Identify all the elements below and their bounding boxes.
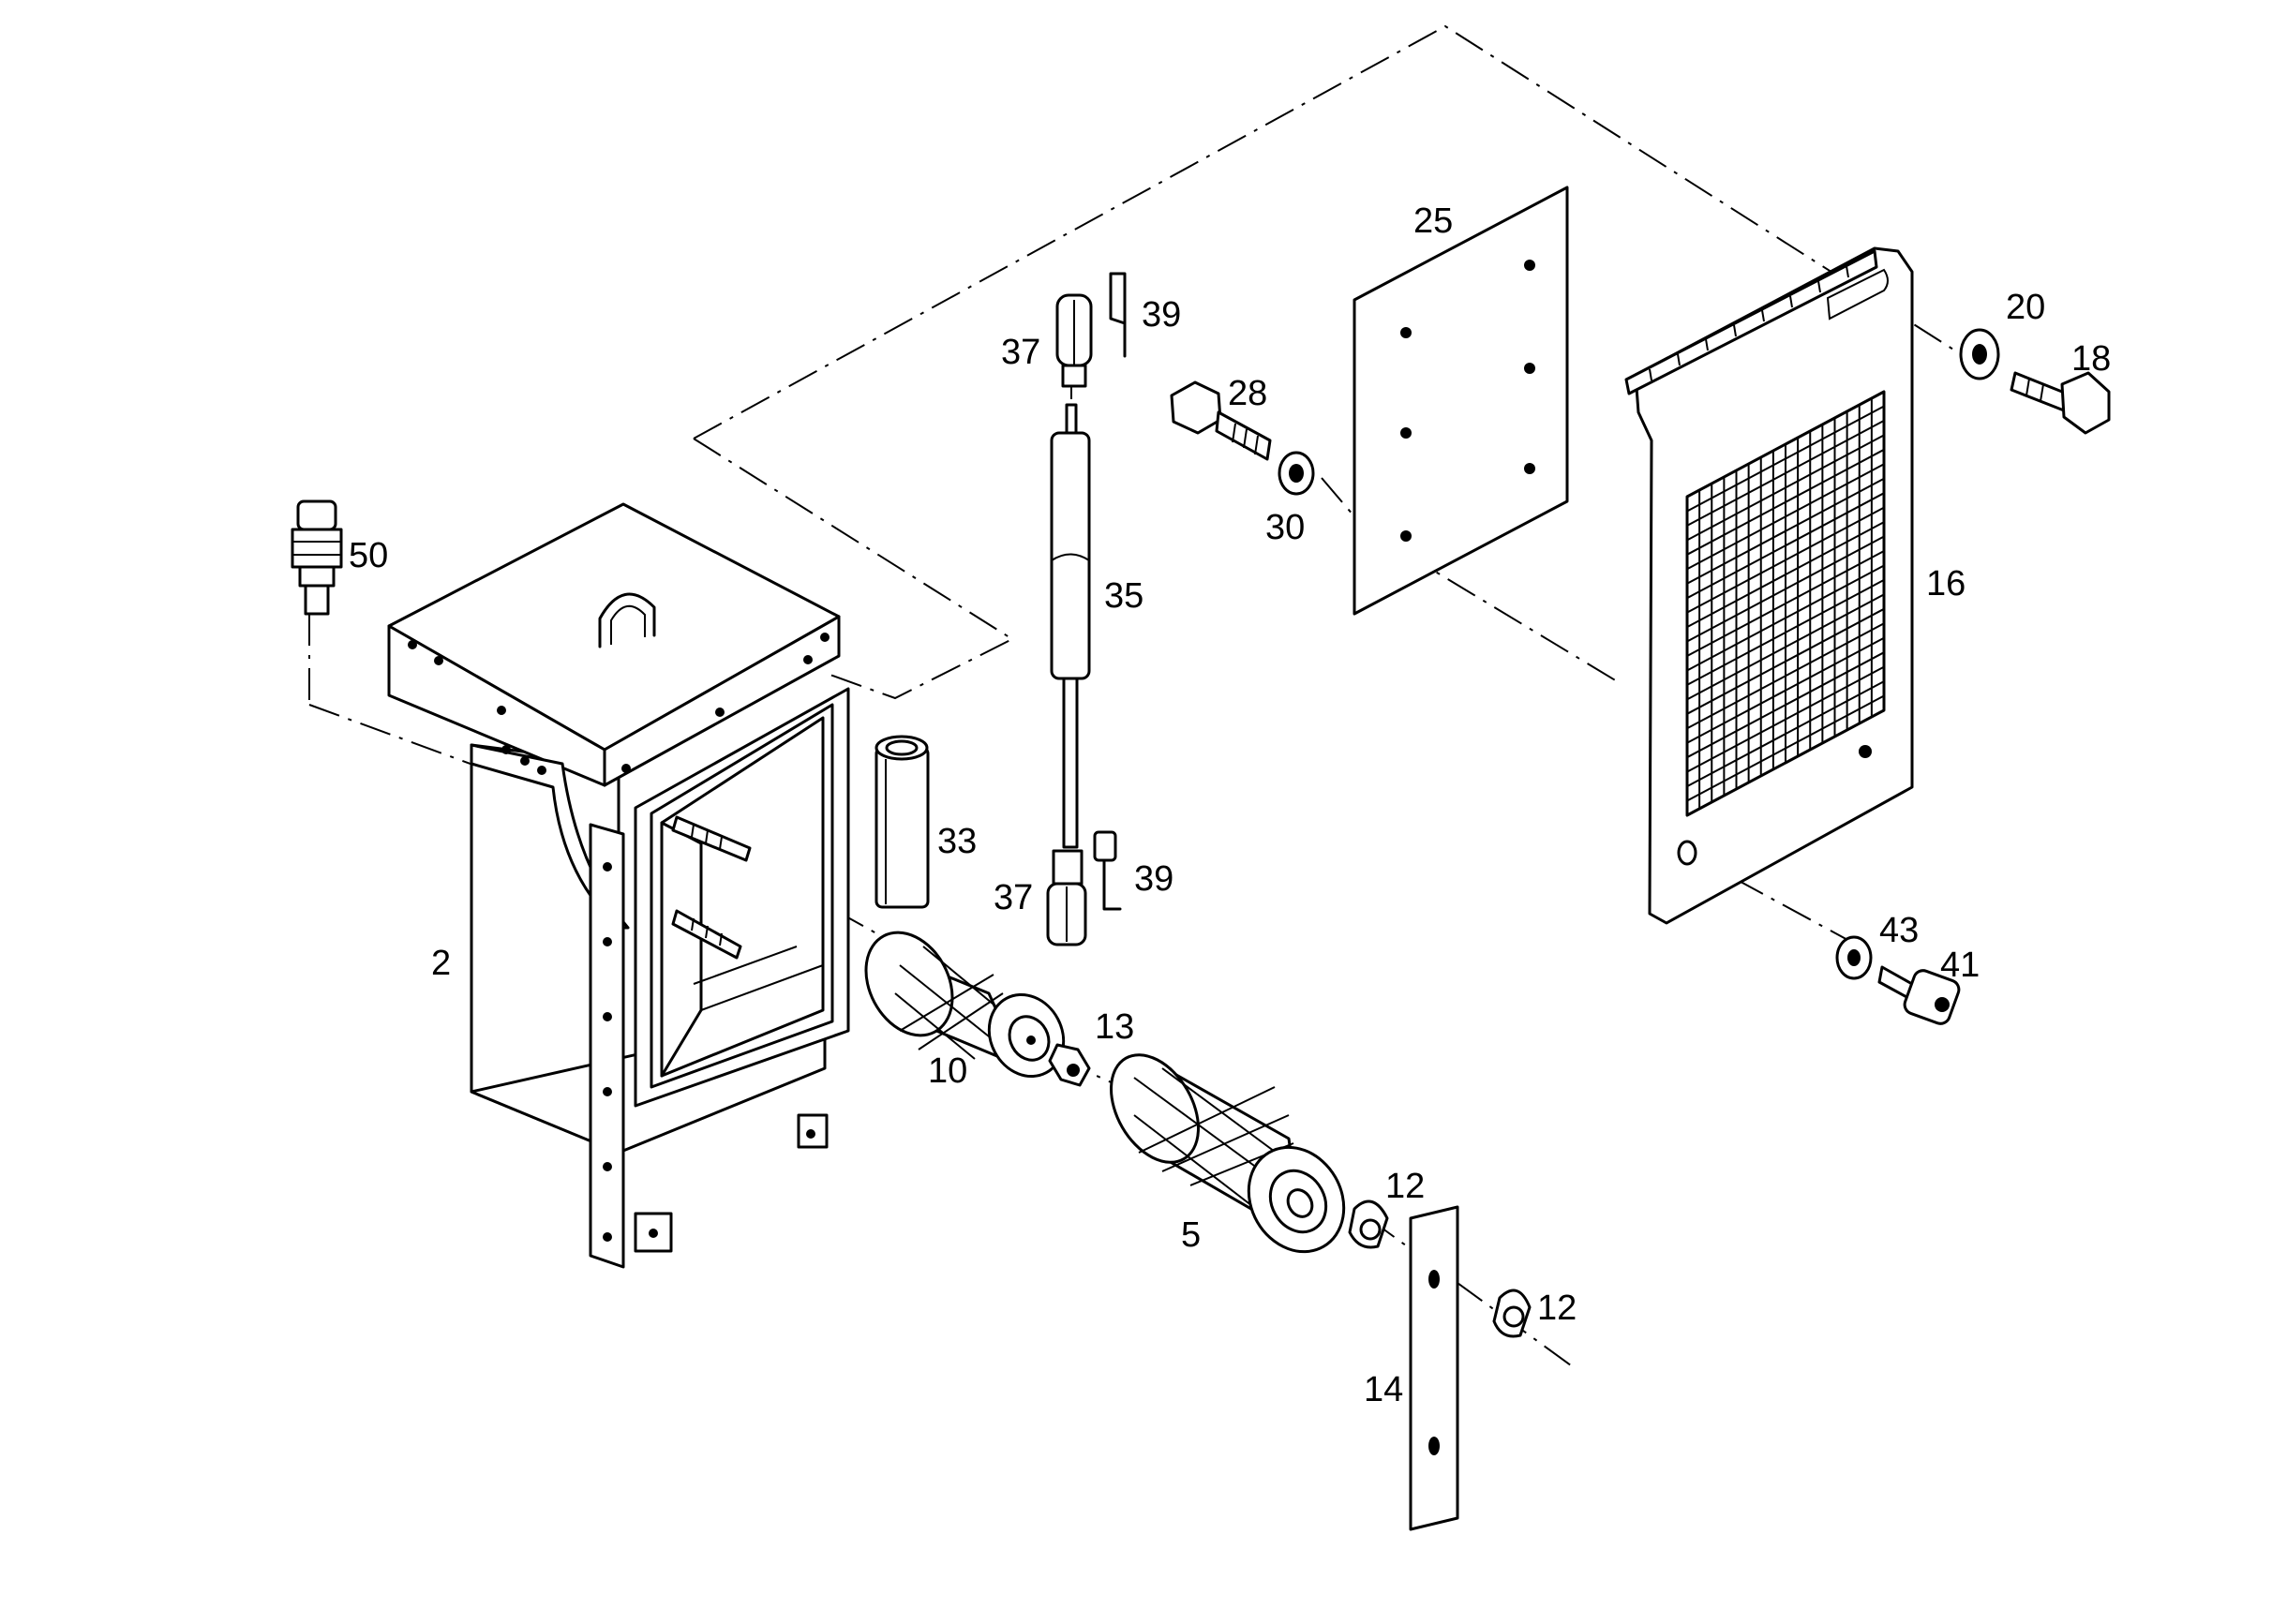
gas-spring: [1050, 403, 1091, 849]
clevis-top: [1055, 272, 1127, 388]
label-part-39-upper: 39: [1142, 295, 1181, 335]
mesh-line: [1686, 680, 1885, 787]
mesh-line: [1686, 477, 1885, 585]
clevis-bottom: [1046, 830, 1122, 946]
mounting-plate: [1353, 186, 1569, 616]
label-part-35: 35: [1104, 576, 1143, 616]
mesh-line: [1686, 434, 1885, 542]
label-part-41: 41: [1940, 946, 1980, 985]
part-labels: 2 5 10 12 12 13 14 16 18 20 25 28 30 33 …: [349, 201, 2111, 1409]
label-part-20: 20: [2006, 288, 2045, 327]
mesh-line: [1686, 622, 1885, 730]
label-part-12-lower: 12: [1537, 1289, 1577, 1328]
mesh-line: [1686, 463, 1885, 571]
filter-element-small: [864, 931, 1066, 1079]
label-part-30: 30: [1265, 508, 1305, 547]
bolt-18: [2010, 371, 2111, 435]
mesh-line: [1686, 448, 1885, 556]
label-part-13: 13: [1095, 1007, 1134, 1047]
label-part-2: 2: [431, 944, 451, 983]
label-part-37-lower: 37: [994, 878, 1033, 917]
label-part-5: 5: [1181, 1215, 1201, 1255]
mesh-line: [1686, 607, 1885, 715]
washer-20: [1959, 328, 2000, 380]
washer-43: [1835, 935, 1873, 980]
label-part-10: 10: [928, 1051, 967, 1091]
label-part-25: 25: [1413, 201, 1453, 241]
label-part-50: 50: [349, 536, 388, 575]
wing-nut-a: [1348, 1199, 1389, 1249]
wing-nut-b: [1492, 1289, 1532, 1338]
rivet-holes: [408, 633, 830, 1242]
socket-screw-41: [1877, 965, 1961, 1025]
label-part-33: 33: [937, 822, 977, 861]
mesh-line: [1686, 564, 1885, 672]
mesh-line: [1686, 579, 1885, 686]
mesh-line: [1686, 550, 1885, 657]
mesh-line: [1686, 651, 1885, 759]
label-part-43: 43: [1879, 911, 1919, 950]
cover-panel: [1624, 246, 1914, 925]
bolt-28: [1170, 380, 1272, 461]
housing-box: [387, 502, 850, 1269]
mesh-line: [1686, 665, 1885, 773]
sleeve: [874, 735, 930, 909]
label-part-39-lower: 39: [1134, 859, 1173, 899]
mesh-line: [1686, 694, 1885, 802]
label-part-12-upper: 12: [1385, 1167, 1425, 1206]
mesh-line: [1686, 420, 1885, 527]
label-part-37-upper: 37: [1001, 333, 1040, 372]
mesh-line: [1686, 636, 1885, 744]
mesh-line: [1686, 535, 1885, 643]
threaded-studs: [671, 815, 752, 960]
nut-13: [1048, 1043, 1091, 1087]
label-part-16: 16: [1926, 564, 1966, 603]
label-part-18: 18: [2071, 339, 2111, 379]
label-part-14: 14: [1364, 1370, 1403, 1409]
mesh-line: [1686, 492, 1885, 600]
sensor-plug: [291, 499, 343, 616]
mesh-line: [1686, 405, 1885, 513]
washer-30: [1278, 451, 1315, 496]
mesh-line: [1686, 506, 1885, 614]
label-part-28: 28: [1228, 374, 1267, 413]
mesh-line: [1686, 521, 1885, 628]
filter-element-large: [1110, 1053, 1346, 1254]
mesh-line: [1686, 593, 1885, 701]
strap: [1409, 1205, 1459, 1531]
